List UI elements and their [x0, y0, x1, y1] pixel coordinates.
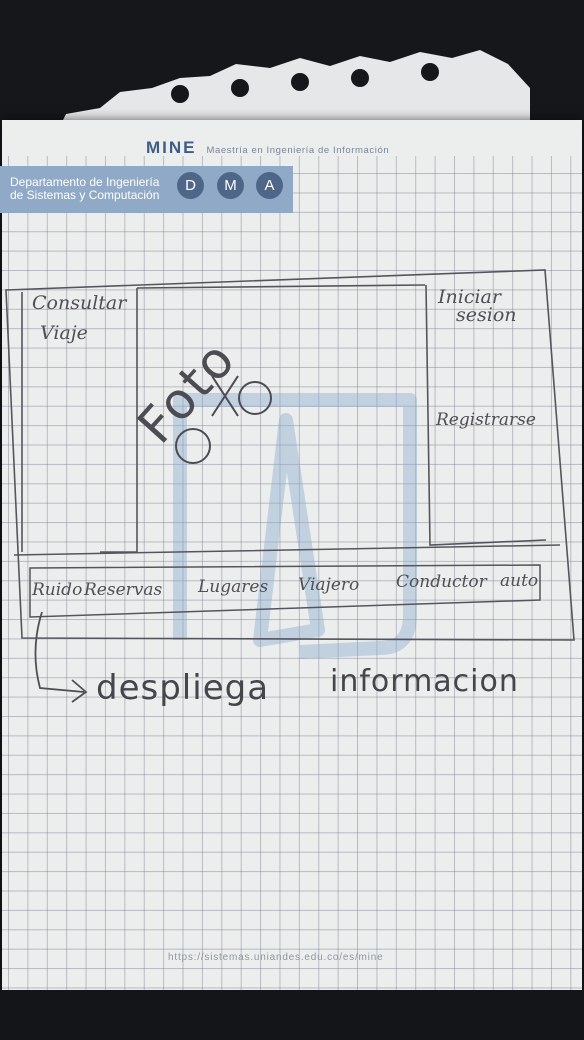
- dma-badge-a: A: [256, 172, 283, 199]
- content-top-line: [136, 284, 426, 289]
- nav-item-auto[interactable]: auto: [500, 571, 539, 591]
- department-line-2: de Sistemas y Computación: [10, 188, 160, 202]
- nav-item-viajero[interactable]: Viajero: [298, 575, 360, 595]
- program-title: MINE: [146, 138, 197, 157]
- mine-header: MINE Maestría en Ingeniería de Informaci…: [146, 138, 389, 162]
- consultar-viaje-line-1[interactable]: Consultar: [32, 292, 127, 314]
- iniciar-sesion-line-1[interactable]: Iniciar: [438, 286, 501, 308]
- torn-notebook-edge: [60, 50, 530, 126]
- consultar-viaje-line-2[interactable]: Viaje: [40, 322, 88, 344]
- iniciar-sesion-line-2[interactable]: sesion: [456, 304, 517, 326]
- foto-cross: [211, 375, 239, 417]
- department-name: Departamento de Ingeniería de Sistemas y…: [10, 176, 178, 202]
- foto-circle-1: [175, 428, 211, 464]
- registrarse-button[interactable]: Registrarse: [436, 410, 536, 430]
- university-watermark: [173, 393, 417, 659]
- department-line-1: Departamento de Ingeniería: [10, 175, 160, 189]
- nav-item-lugares[interactable]: Lugares: [198, 577, 269, 597]
- annotation-despliega: despliega: [96, 668, 270, 708]
- nav-item-conductor[interactable]: Conductor: [396, 572, 487, 592]
- nav-item-ruido[interactable]: Ruido: [32, 580, 83, 600]
- department-banner: [0, 166, 293, 213]
- footer-url: https://sistemas.uniandes.edu.co/es/mine: [168, 952, 384, 963]
- foto-circle-2: [238, 381, 272, 415]
- nav-item-reservas[interactable]: Reservas: [84, 580, 163, 600]
- right-panel-box: [425, 284, 547, 546]
- annotation-informacion: informacion: [330, 664, 519, 699]
- dma-badge-m: M: [217, 172, 244, 199]
- program-subtitle: Maestría en Ingeniería de Información: [206, 145, 390, 156]
- nav-bar-box: [13, 544, 561, 618]
- table-surface: [0, 990, 584, 1040]
- dma-badge-d: D: [177, 172, 204, 199]
- grid-paper-sheet: [2, 120, 582, 990]
- app-outer-frame: [5, 269, 575, 641]
- paper-header-band: [2, 120, 582, 156]
- annotation-arrow: [34, 611, 88, 703]
